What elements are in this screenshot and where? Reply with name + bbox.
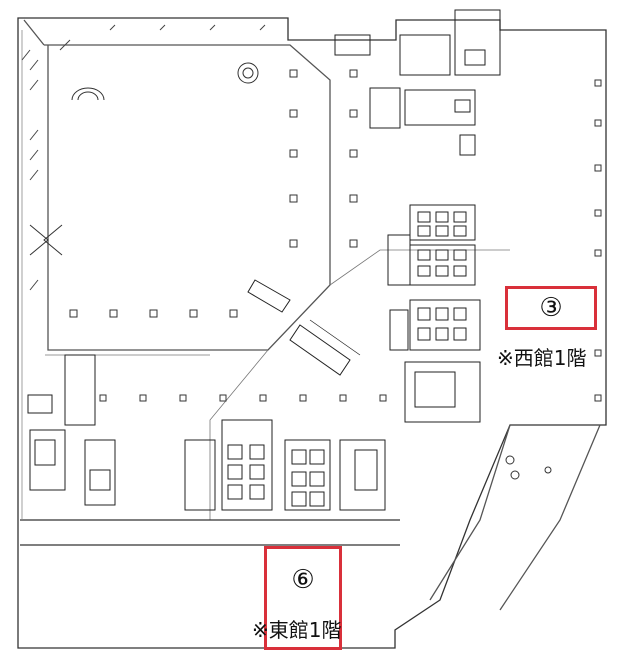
- marker-number-east: ⑥: [291, 565, 315, 595]
- fixtures: [29, 62, 552, 480]
- plan-outline: [17, 17, 607, 649]
- escalators: [247, 279, 361, 376]
- column-grid: [69, 69, 602, 402]
- marker-number-west: ③: [539, 293, 563, 323]
- core-blocks: [27, 9, 501, 511]
- atrium-ticks: [21, 24, 266, 291]
- marker-box-east: ⑥: [264, 546, 342, 650]
- marker-note-east: ※東館1階: [252, 618, 342, 642]
- marker-note-west: ※西館1階: [497, 346, 587, 370]
- marker-box-west: ③: [505, 286, 597, 330]
